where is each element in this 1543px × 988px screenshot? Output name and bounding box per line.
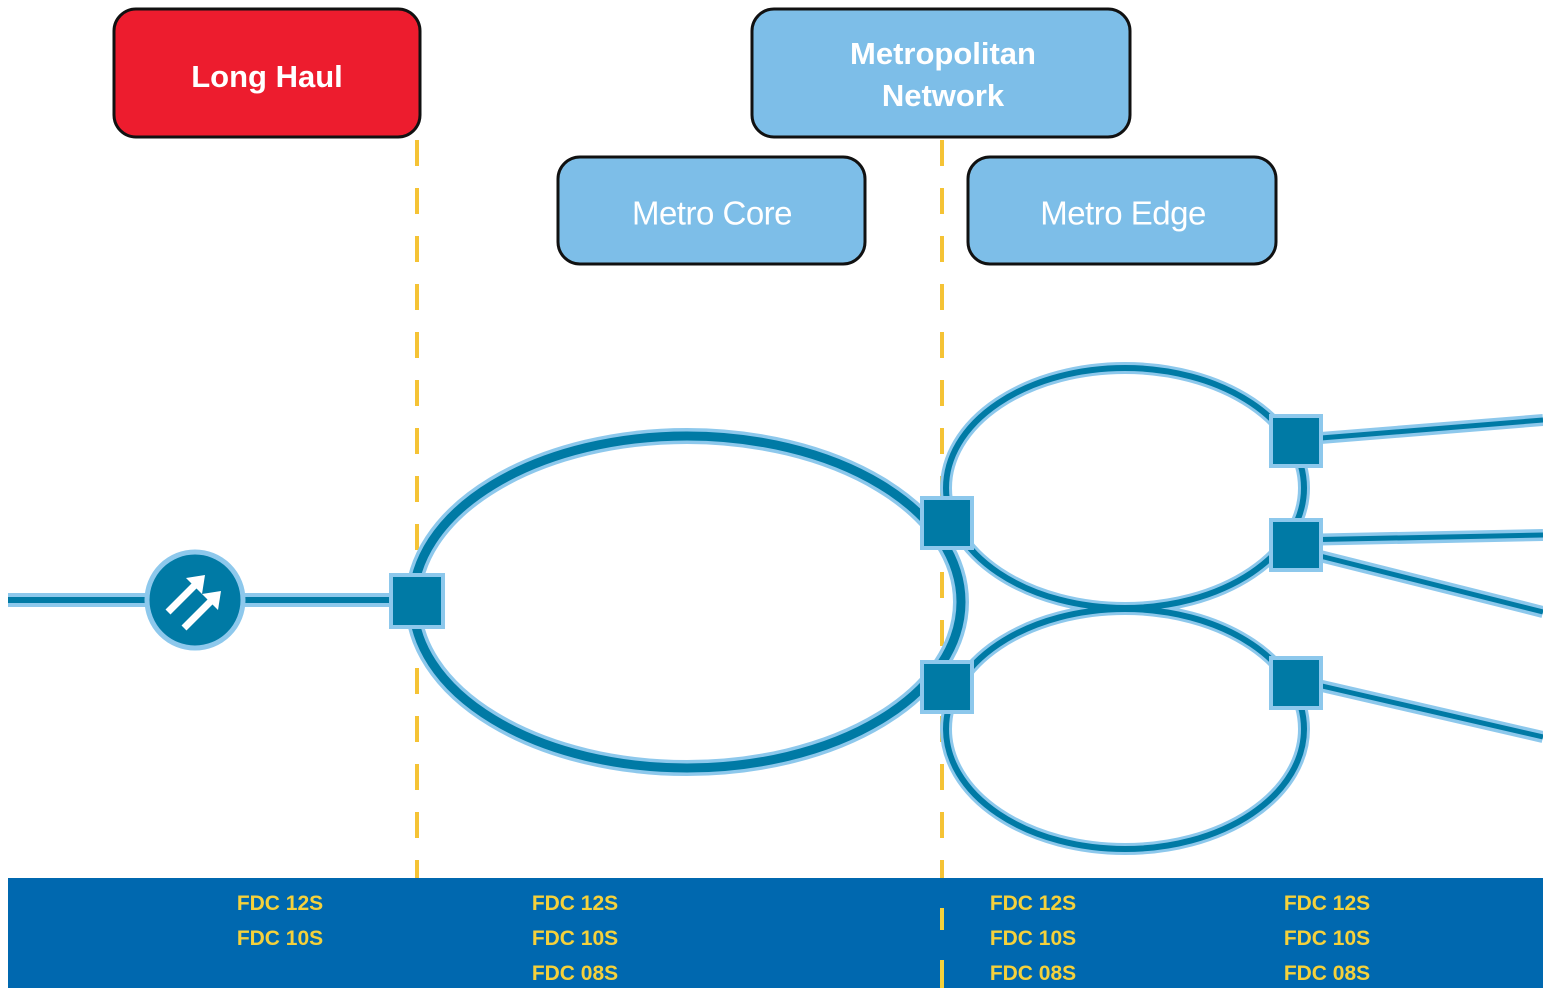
edge-node-2: [1269, 518, 1323, 572]
metro-core-box: Metro Core: [556, 155, 867, 266]
metropolitan-label-line1: Metropolitan: [850, 36, 1036, 71]
network-nodes: [389, 414, 1323, 714]
footer-column-1: FDC 12S FDC 10S: [237, 892, 323, 950]
long-haul-node: [389, 573, 445, 629]
metro-core-label: Metro Core: [632, 195, 792, 232]
footer-col1-line1: FDC 12S: [237, 892, 323, 915]
metro-edge-ring-lower: [943, 606, 1307, 852]
footer-col4-line3: FDC 08S: [1284, 962, 1370, 985]
metro-edge-ring-upper: [943, 365, 1307, 611]
footer-col2-line1: FDC 12S: [532, 892, 618, 915]
footer-column-4: FDC 12S FDC 10S FDC 08S: [1284, 892, 1370, 985]
edge-node-1: [1269, 414, 1323, 468]
metro-edge-box: Metro Edge: [966, 155, 1278, 266]
metro-core-lower-node: [920, 660, 974, 714]
footer-col4-line1: FDC 12S: [1284, 892, 1370, 915]
metro-core-upper-node: [920, 496, 974, 550]
edge-node-3: [1269, 656, 1323, 710]
metropolitan-label-line2: Network: [882, 78, 1005, 113]
access-link-1: [1295, 417, 1543, 443]
footer-col3-line1: FDC 12S: [990, 892, 1076, 915]
footer-column-3: FDC 12S FDC 10S FDC 08S: [990, 892, 1076, 985]
access-link-4: [1295, 677, 1543, 740]
footer-column-2: FDC 12S FDC 10S FDC 08S: [532, 892, 618, 985]
long-haul-box: Long Haul: [112, 7, 422, 139]
footer-col3-line2: FDC 10S: [990, 927, 1076, 950]
footer-col2-line3: FDC 08S: [532, 962, 618, 985]
fiber-core-layer: [8, 365, 1543, 852]
footer-col2-line2: FDC 10S: [532, 927, 618, 950]
access-link-2: [1295, 532, 1543, 543]
metropolitan-network-box: Metropolitan Network: [750, 7, 1132, 139]
footer-col1-line2: FDC 10S: [237, 927, 323, 950]
access-link-3: [1295, 547, 1543, 615]
long-haul-label: Long Haul: [191, 59, 343, 94]
metro-edge-label: Metro Edge: [1040, 195, 1206, 232]
footer-col4-line2: FDC 10S: [1284, 927, 1370, 950]
double-arrow-amplifier-icon: [144, 549, 246, 651]
metro-core-ring: [408, 431, 966, 773]
footer-bar: [8, 878, 1543, 988]
footer-col3-line3: FDC 08S: [990, 962, 1076, 985]
